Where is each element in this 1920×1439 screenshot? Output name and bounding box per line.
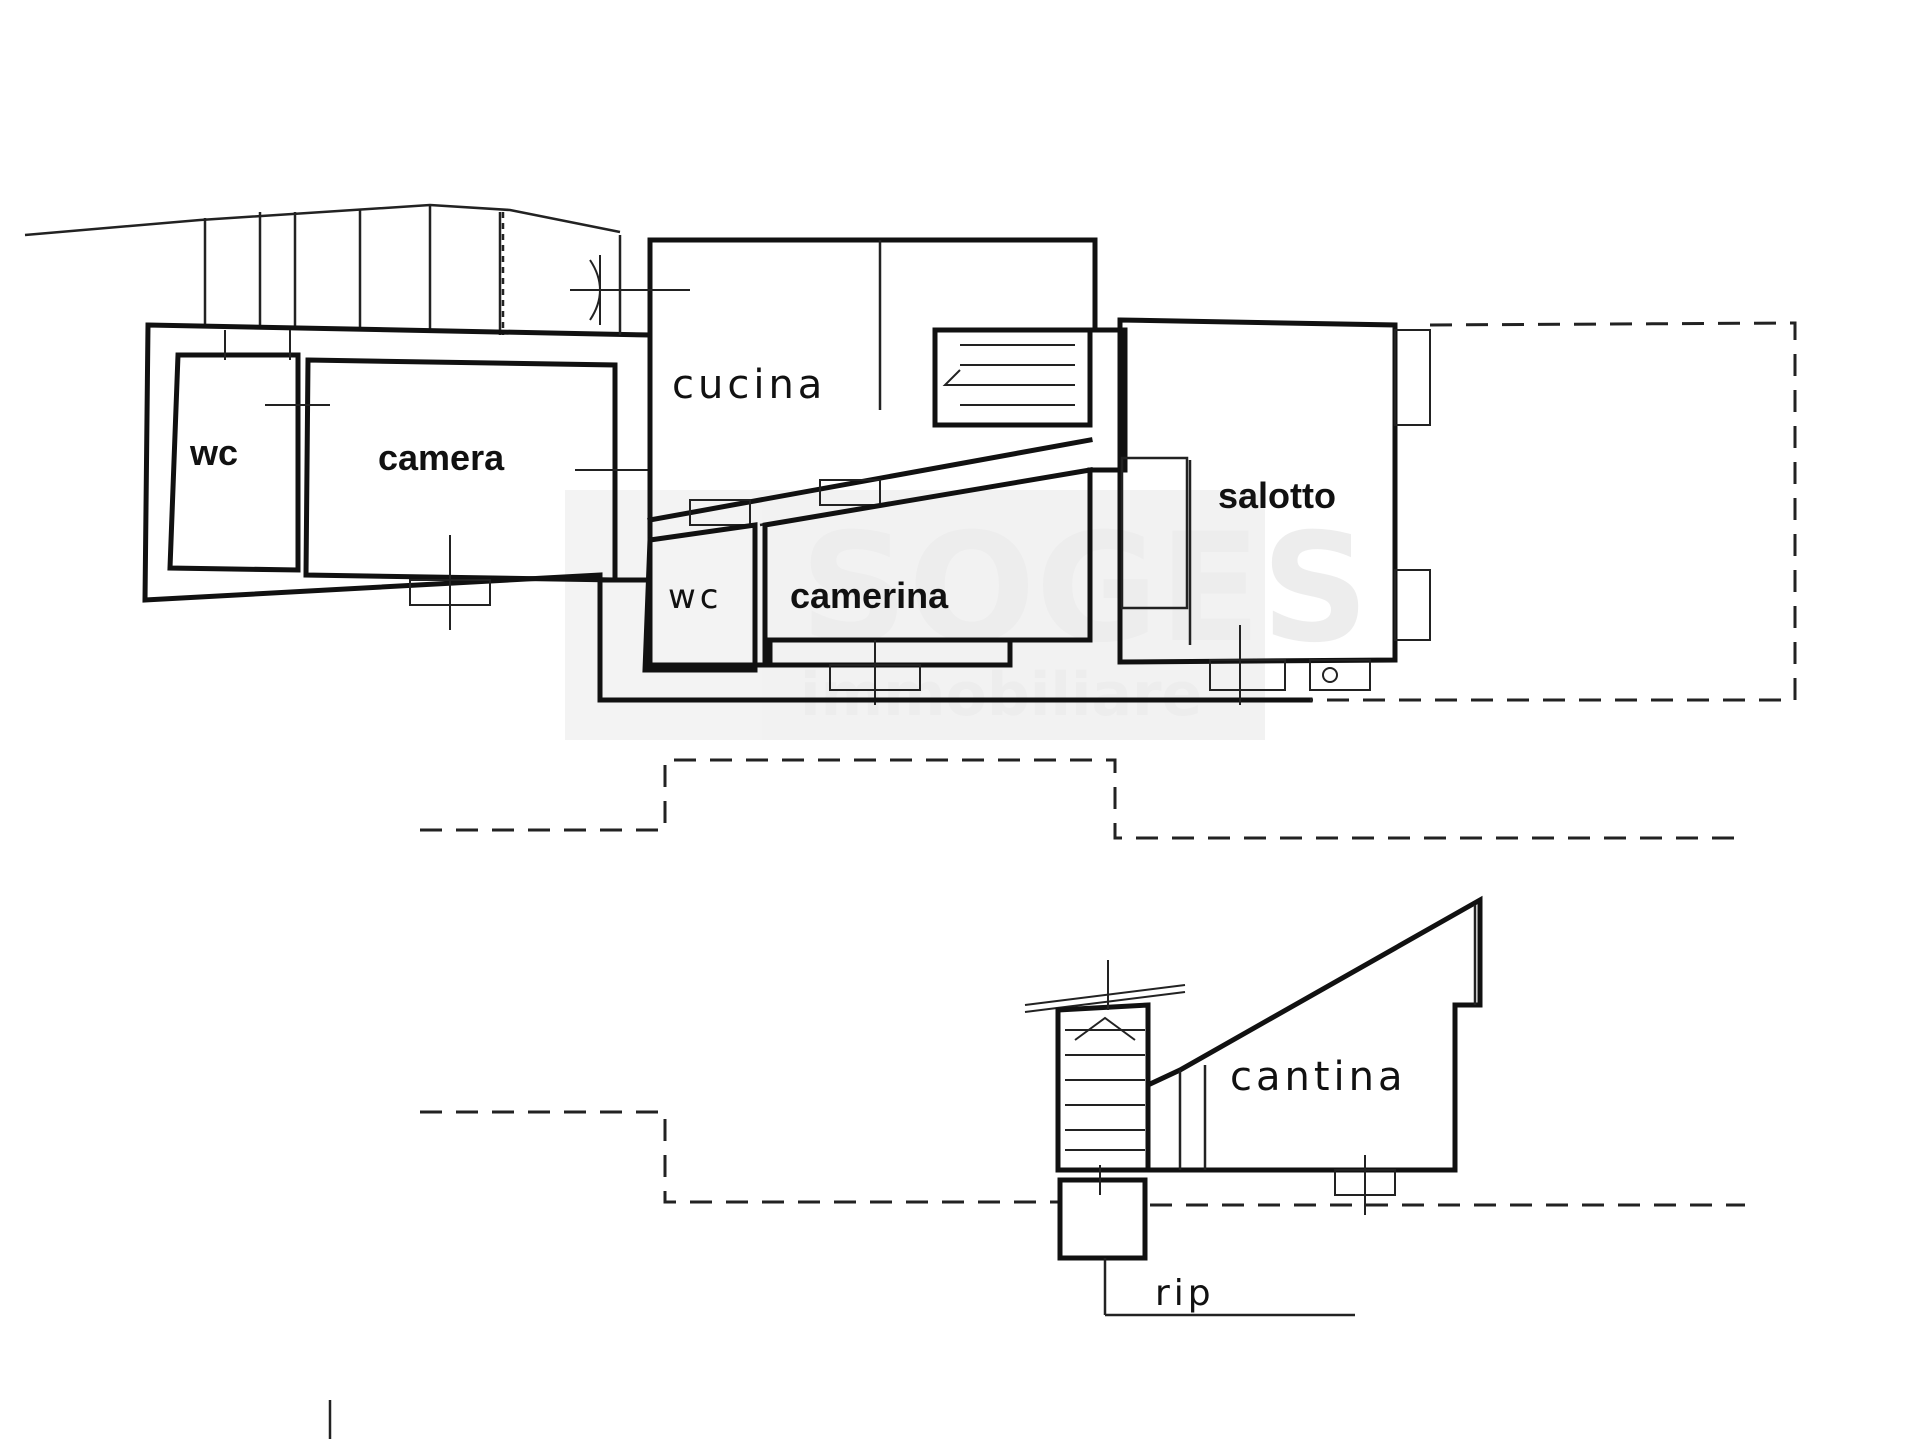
wall-wc1 (167, 352, 301, 573)
stairs-upper (932, 327, 1093, 428)
room-label-camera: camera (378, 437, 505, 478)
room-label-rip: rip (1155, 1273, 1215, 1314)
wall-cantina (1145, 895, 1483, 1173)
lower-floor: cantina rip (420, 895, 1745, 1317)
stairs-lower (1024, 960, 1186, 1173)
room-label-wc1: wc (189, 432, 238, 473)
watermark-brand: SOGES (800, 502, 1369, 676)
wall-rip (1057, 1177, 1148, 1261)
watermark-sub: immobiliare (800, 660, 1202, 730)
terrace-outline (24, 203, 621, 237)
room-label-cucina: cucina (672, 362, 826, 408)
room-label-wc2: wc (668, 577, 723, 617)
room-label-cantina: cantina (1230, 1054, 1407, 1100)
boundary-lines (420, 758, 1740, 840)
garden-outline (1310, 321, 1797, 702)
room-label-camerina: camerina (790, 575, 949, 616)
upper-floor: wc camera cucina wc camerina salotto (24, 203, 1797, 705)
wall-salotto (1117, 317, 1398, 665)
wall-camera (303, 357, 618, 583)
room-label-salotto: salotto (1218, 475, 1336, 516)
wall-wc2 (642, 522, 758, 673)
wall-camerina (762, 467, 1093, 668)
